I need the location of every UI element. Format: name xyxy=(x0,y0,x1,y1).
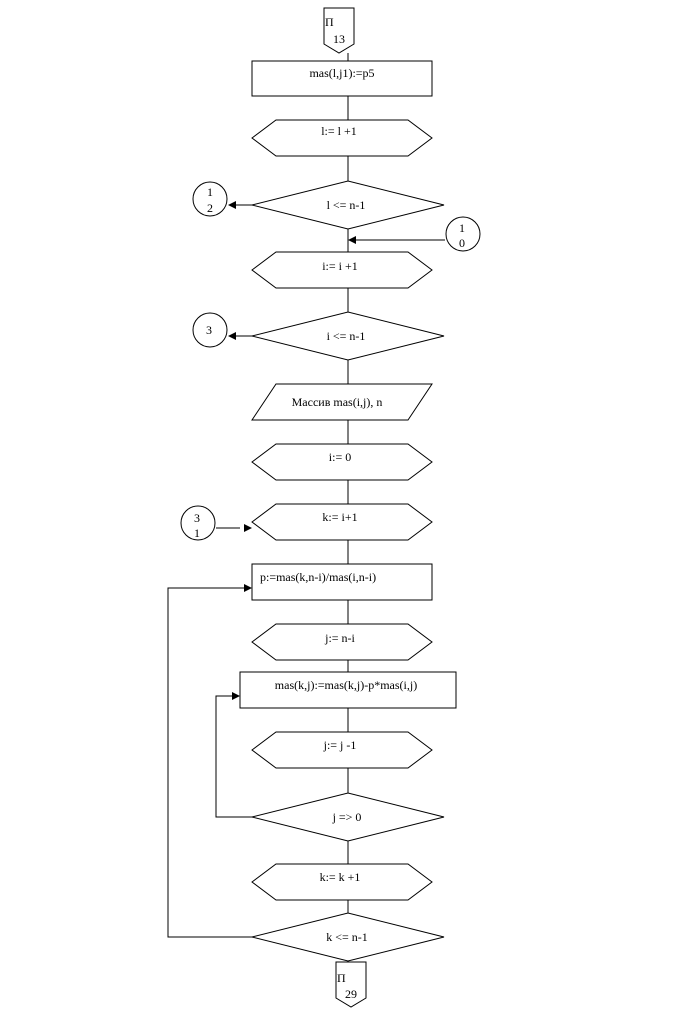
arrow-loop-j xyxy=(232,692,240,700)
offpage-connector-bottom: П 29 xyxy=(335,961,367,1008)
connector-3-label: 3 xyxy=(206,323,212,337)
decision-j-condition-text: j => 0 xyxy=(332,810,362,824)
loop-j-decrement-text: j:= j -1 xyxy=(323,738,357,752)
offpage-connector-top: П 13 xyxy=(323,7,355,54)
decision-i-condition-text: i <= n-1 xyxy=(327,329,366,343)
loop-i-init: i:= 0 xyxy=(251,443,433,481)
arrow-to-connector-3 xyxy=(228,332,236,340)
decision-i-condition: i <= n-1 xyxy=(251,311,445,361)
process-assign-p5: mas(l,j1):=p5 xyxy=(251,60,433,97)
loop-k-init-text: k:= i+1 xyxy=(322,510,357,524)
input-data-text: Массив mas(i,j), n xyxy=(292,395,383,409)
arrow-to-connector-12 xyxy=(228,201,236,209)
loop-k-increment: k:= k +1 xyxy=(251,863,433,901)
loop-j-init-text: j:= n-i xyxy=(324,631,355,645)
connector-3: 3 xyxy=(192,312,228,348)
arrow-loop-k xyxy=(244,584,252,592)
connector-10-line2: 0 xyxy=(459,236,465,250)
connector-top-label: П xyxy=(325,15,334,29)
decision-l-condition-text: l <= n-1 xyxy=(327,198,366,212)
connector-31-line2: 1 xyxy=(194,526,200,540)
loop-l-increment: l:= l +1 xyxy=(251,119,433,157)
loop-k-init: k:= i+1 xyxy=(251,503,433,541)
process-p-calc-text: p:=mas(k,n-i)/mas(i,n-i) xyxy=(260,570,376,584)
process-p-calc: p:=mas(k,n-i)/mas(i,n-i) xyxy=(251,563,433,601)
loop-k-increment-text: k:= k +1 xyxy=(320,870,361,884)
decision-k-condition-text: k <= n-1 xyxy=(326,930,368,944)
loop-j-init: j:= n-i xyxy=(251,623,433,661)
connector-bottom-number: 29 xyxy=(345,987,357,1001)
arrow-from-connector-31 xyxy=(244,524,252,532)
connector-31-line1: 3 xyxy=(194,511,200,525)
loop-i-increment: i:= i +1 xyxy=(251,251,433,289)
arrowheads xyxy=(228,201,356,700)
flow-lines xyxy=(167,53,445,962)
decision-l-condition: l <= n-1 xyxy=(251,180,445,230)
process-assign-p5-text: mas(l,j1):=p5 xyxy=(309,66,374,80)
loop-j-decrement: j:= j -1 xyxy=(251,731,433,769)
loop-i-init-text: i:= 0 xyxy=(329,450,351,464)
loop-i-increment-text: i:= i +1 xyxy=(322,259,358,273)
connector-10: 1 0 xyxy=(445,216,481,252)
connector-top-number: 13 xyxy=(333,32,345,46)
input-data: Массив mas(i,j), n xyxy=(251,383,433,421)
connector-12: 1 2 xyxy=(192,181,228,217)
connector-10-line1: 1 xyxy=(459,221,465,235)
connector-12-line2: 2 xyxy=(207,201,213,215)
decision-j-condition: j => 0 xyxy=(251,792,445,842)
arrow-from-connector-10 xyxy=(348,236,356,244)
process-mas-calc: mas(k,j):=mas(k,j)-p*mas(i,j) xyxy=(239,671,457,709)
connector-12-line1: 1 xyxy=(207,185,213,199)
process-mas-calc-text: mas(k,j):=mas(k,j)-p*mas(i,j) xyxy=(275,678,417,692)
decision-k-condition: k <= n-1 xyxy=(251,912,445,962)
connector-bottom-label: П xyxy=(337,971,346,985)
loop-l-increment-text: l:= l +1 xyxy=(321,124,357,138)
connector-31: 3 1 xyxy=(180,505,216,541)
